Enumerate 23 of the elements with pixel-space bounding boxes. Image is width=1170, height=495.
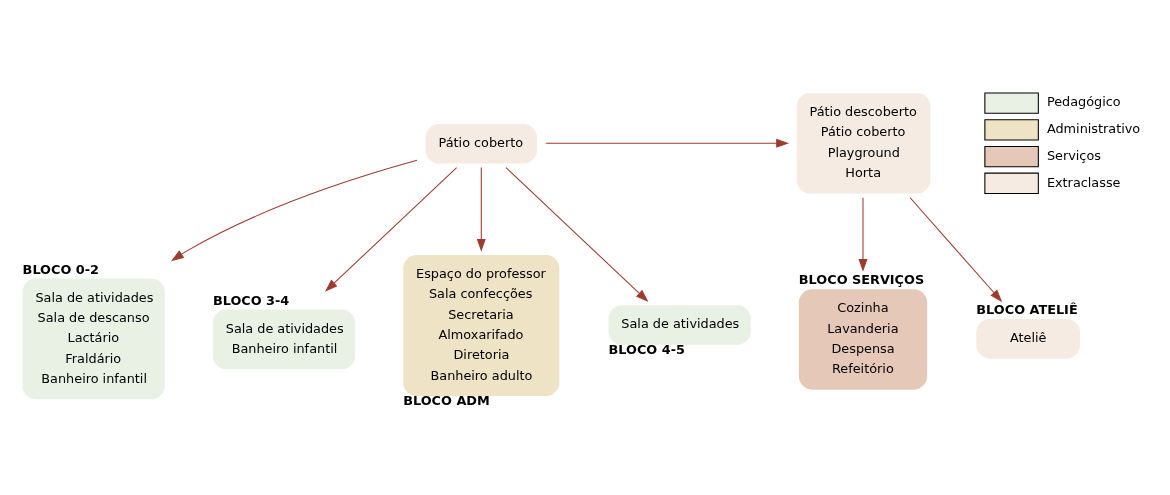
- legend-label: Serviços: [1046, 147, 1101, 163]
- node-box: Sala de atividades: [608, 304, 751, 345]
- node-box: Pátio coberto: [425, 123, 537, 164]
- node-label: BLOCO 3-4: [212, 292, 290, 308]
- arrow: [171, 159, 418, 261]
- node-box: Cozinha Lavanderia Despensa Refeitório: [798, 288, 928, 390]
- node-box: Sala de atividades Banheiro infantil: [212, 309, 356, 369]
- legend-label: Administrativo: [1046, 120, 1141, 136]
- arrow: [909, 196, 1003, 302]
- node-label: BLOCO 0-2: [22, 261, 99, 277]
- node-box: Ateliê: [976, 318, 1081, 359]
- legend-label: Pedagógico: [1046, 93, 1121, 109]
- node-box: Sala de atividades Sala de descanso Lactário Fraldário Banheiro infantil: [22, 277, 165, 399]
- legend-label: Extraclasse: [1046, 174, 1121, 190]
- arrow: [545, 138, 790, 148]
- arrow: [505, 166, 649, 302]
- node-label: BLOCO ATELIÊ: [976, 301, 1078, 317]
- node-label: BLOCO SERVIÇOS: [798, 271, 925, 287]
- arrow: [858, 196, 868, 272]
- arrow: [325, 166, 458, 292]
- arrow: [476, 166, 486, 252]
- node-box: Pátio descoberto Pátio coberto Playground Horta: [796, 92, 931, 193]
- node-box: Espaço do professor Sala confecções Secretaria Almoxarifado Diretoria Banheiro adulto: [403, 254, 560, 396]
